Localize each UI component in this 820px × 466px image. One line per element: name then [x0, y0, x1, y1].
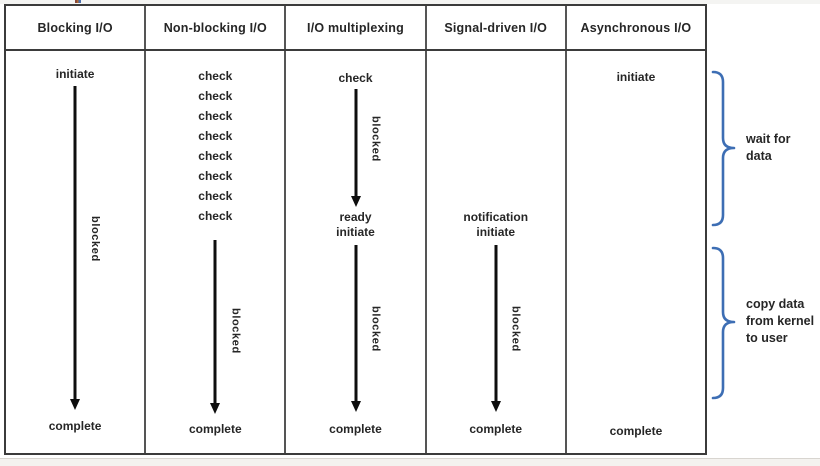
down-arrow [69, 86, 81, 410]
check-label: check [198, 169, 233, 183]
blocked-label: blocked [369, 306, 382, 352]
copy-data-annotation: copy data from kernel to user [746, 296, 814, 347]
complete-label: complete [329, 422, 382, 436]
down-arrow [490, 245, 502, 412]
annotation-line: wait for [746, 132, 791, 146]
arrow-shaft [73, 86, 77, 400]
complete-label: complete [48, 419, 102, 433]
check-list: check check check check check check chec… [146, 66, 284, 226]
asynchronous-io-column: initiate complete [567, 51, 705, 453]
down-arrow [350, 245, 362, 412]
check-label: check [198, 129, 233, 143]
annotation-line: data [746, 149, 772, 163]
check-label: check [338, 71, 373, 85]
table-body-row: initiate blocked complete check check ch… [6, 51, 705, 453]
check-label: check [198, 89, 233, 103]
complete-label: complete [188, 422, 242, 436]
column-header-non-blocking-io: Non-blocking I/O [146, 6, 287, 49]
cropped-text-artifact [75, 0, 81, 3]
arrow-head-icon [70, 399, 81, 410]
page-top-strip [0, 0, 820, 4]
arrow-shaft [494, 245, 498, 402]
signal-driven-io-column: notification initiate blocked complete [427, 51, 567, 453]
annotation-line: to user [746, 331, 788, 345]
non-blocking-io-column: check check check check check check chec… [146, 51, 287, 453]
arrow-head-icon [490, 401, 501, 412]
annotation-line: copy data [746, 297, 805, 311]
column-header-blocking-io: Blocking I/O [6, 6, 147, 49]
arrow-shaft [213, 240, 217, 404]
io-models-table: Blocking I/O Non-blocking I/O I/O multip… [4, 4, 707, 455]
page-bottom-strip [0, 458, 820, 466]
arrow-head-icon [210, 403, 221, 414]
annotation-line: from kernel [746, 314, 815, 328]
complete-label: complete [469, 422, 523, 436]
check-label: check [198, 69, 233, 83]
initiate-label: initiate [55, 67, 95, 81]
check-label: check [198, 109, 233, 123]
copy-data-brace-icon [711, 246, 736, 400]
check-label: check [198, 209, 233, 223]
blocked-label: blocked [369, 116, 382, 162]
notification-label: notification [463, 210, 529, 224]
initiate-label: initiate [476, 225, 516, 239]
initiate-label: initiate [616, 70, 656, 84]
arrow-head-icon [350, 401, 361, 412]
arrow-shaft [354, 245, 357, 402]
blocked-label: blocked [509, 306, 522, 352]
column-header-signal-driven-io: Signal-driven I/O [427, 6, 567, 49]
wait-for-data-brace-icon [711, 70, 736, 227]
down-arrow [350, 89, 362, 207]
phase-braces [711, 70, 736, 400]
check-label: check [198, 189, 233, 203]
blocked-label: blocked [89, 216, 102, 262]
arrow-shaft [354, 89, 357, 197]
wait-for-data-annotation: wait for data [746, 131, 790, 165]
io-multiplexing-column: check blocked ready initiate blocked com… [286, 51, 427, 453]
table-header-row: Blocking I/O Non-blocking I/O I/O multip… [6, 6, 705, 51]
arrow-head-icon [350, 196, 361, 207]
initiate-label: initiate [336, 225, 375, 239]
down-arrow [209, 240, 221, 414]
complete-label: complete [609, 424, 663, 438]
column-header-asynchronous-io: Asynchronous I/O [580, 20, 692, 35]
check-label: check [198, 149, 233, 163]
blocking-io-column: initiate blocked complete [6, 51, 147, 453]
ready-label: ready [339, 210, 372, 224]
blocked-label: blocked [229, 308, 242, 354]
column-header-io-multiplexing: I/O multiplexing [286, 6, 427, 49]
